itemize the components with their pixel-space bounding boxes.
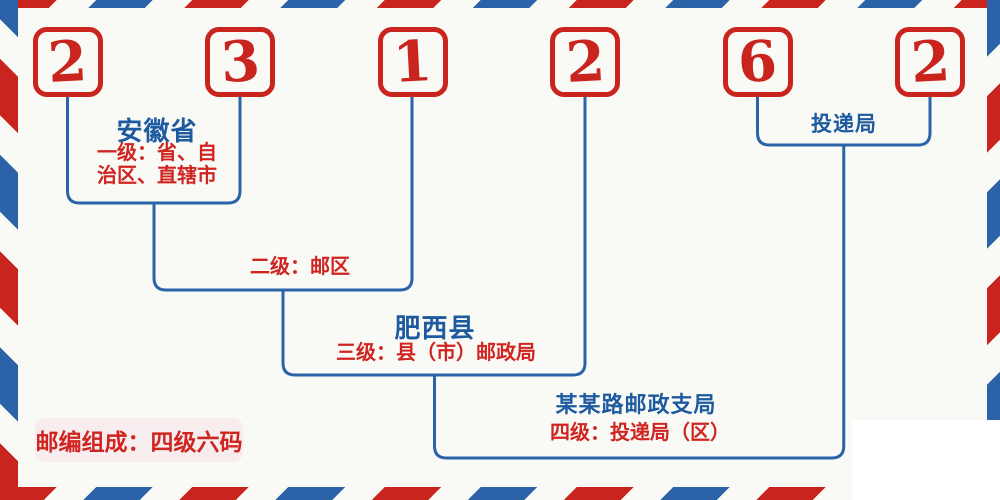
digit-box-1: 2 [32,27,103,97]
airmail-border-bottom [0,487,1000,500]
digit-6: 2 [908,28,952,96]
composition-badge: 邮编组成：四级六码 [35,418,243,462]
corner-white-patch [852,420,1000,500]
level1-description-line1: 一级：省、自 [97,140,217,164]
airmail-border-right [987,0,1000,500]
digit-box-5: 6 [722,27,793,97]
digit-box-3: 1 [377,27,448,97]
digit-5: 6 [736,28,779,96]
digit-box-2: 3 [205,27,275,97]
airmail-border-left [0,0,18,500]
digit-1: 2 [46,28,89,96]
level4-description: 四级：投递局（区） [550,420,730,444]
level3-description: 三级：县（市）邮政局 [336,340,536,364]
airmail-border-top [0,0,1000,8]
digit-4: 2 [563,28,607,96]
digit-box-4: 2 [550,27,620,97]
composition-badge-label: 邮编组成：四级六码 [35,429,243,456]
level1-description-line2: 治区、直辖市 [97,163,217,187]
level1-place-label: 安徽省 [116,117,198,147]
level3-place-label: 肥西县 [394,314,476,344]
level4-place-label: 某某路邮政支局 [555,392,717,418]
level1-description: 一级：省、自 治区、直辖市 [97,141,217,187]
digit-2: 3 [218,28,262,96]
digit-3: 1 [391,28,434,96]
delivery-office-label: 投递局 [811,111,877,136]
level2-description: 二级：邮区 [250,254,350,278]
digit-box-6: 2 [895,27,965,97]
